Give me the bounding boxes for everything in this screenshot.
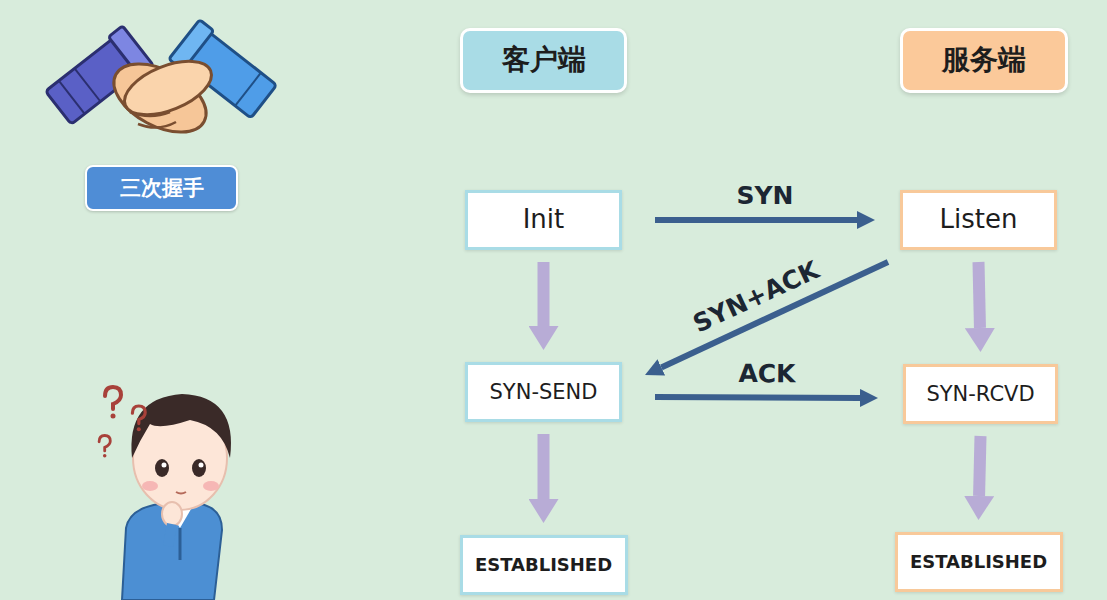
thinking-man-figure-part	[176, 492, 186, 494]
handshake-icon-part	[117, 50, 219, 125]
thinking-man-figure	[99, 387, 231, 600]
node-text: ESTABLISHED	[910, 552, 1047, 573]
title-tag: 三次握手	[85, 165, 238, 211]
state-transition-arrow	[979, 262, 980, 328]
thinking-man-figure-part	[162, 502, 182, 526]
role-header: 服务端	[900, 28, 1068, 93]
state-transition-arrow	[538, 434, 550, 499]
thinking-man-figure-part	[105, 387, 121, 419]
state-box: ESTABLISHED	[895, 532, 1063, 592]
message-arrow	[655, 394, 860, 401]
thinking-man-figure-part-part	[111, 414, 116, 419]
thinking-man-figure-part	[132, 406, 145, 431]
thinking-man-figure-part	[179, 528, 182, 560]
thinking-man-figure-part	[168, 524, 172, 546]
thinking-man-figure-part	[199, 463, 204, 468]
thinking-man-figure-part-part	[137, 427, 141, 431]
handshake-icon-part-part	[235, 73, 261, 106]
handshake-icon	[43, 20, 279, 147]
state-transition-arrow	[979, 436, 980, 496]
node-text: Init	[523, 205, 565, 235]
thinking-man-figure-part	[192, 459, 206, 477]
state-box: ESTABLISHED	[460, 535, 628, 595]
thinking-man-figure-part	[131, 394, 231, 458]
message-label: ACK	[738, 360, 795, 388]
state-box: SYN-SEND	[465, 362, 622, 422]
node-text: SYN-RCVD	[926, 382, 1034, 406]
node-text: SYN-SEND	[490, 380, 598, 404]
handshake-icon-part-part	[75, 68, 101, 101]
thinking-man-figure-part	[155, 459, 169, 477]
node-text: 客户端	[502, 44, 586, 76]
message-label: SYN	[736, 182, 793, 210]
state-transition-arrow	[538, 262, 550, 326]
thinking-man-figure-part-part	[103, 454, 107, 458]
state-box: SYN-RCVD	[903, 364, 1058, 424]
node-text: 三次握手	[120, 176, 204, 200]
thinking-man-figure-part-part	[99, 436, 110, 451]
role-header: 客户端	[460, 28, 627, 93]
message-label: SYN+ACK	[689, 256, 823, 338]
thinking-man-figure-part-part	[105, 387, 121, 409]
state-box: Init	[465, 190, 622, 250]
handshake-icon-part-part	[59, 81, 85, 114]
handshake-icon-part	[130, 112, 176, 128]
message-arrow	[655, 217, 857, 223]
node-text: ESTABLISHED	[475, 555, 612, 576]
thinking-man-figure-part	[203, 481, 219, 491]
thinking-man-figure-part	[142, 481, 158, 491]
thinking-man-figure-part	[99, 436, 110, 458]
thinking-man-figure-part-part	[132, 406, 145, 424]
state-box: Listen	[900, 190, 1057, 250]
node-text: Listen	[940, 205, 1018, 235]
node-text: 服务端	[942, 44, 1026, 76]
thinking-man-figure-part	[162, 463, 167, 468]
